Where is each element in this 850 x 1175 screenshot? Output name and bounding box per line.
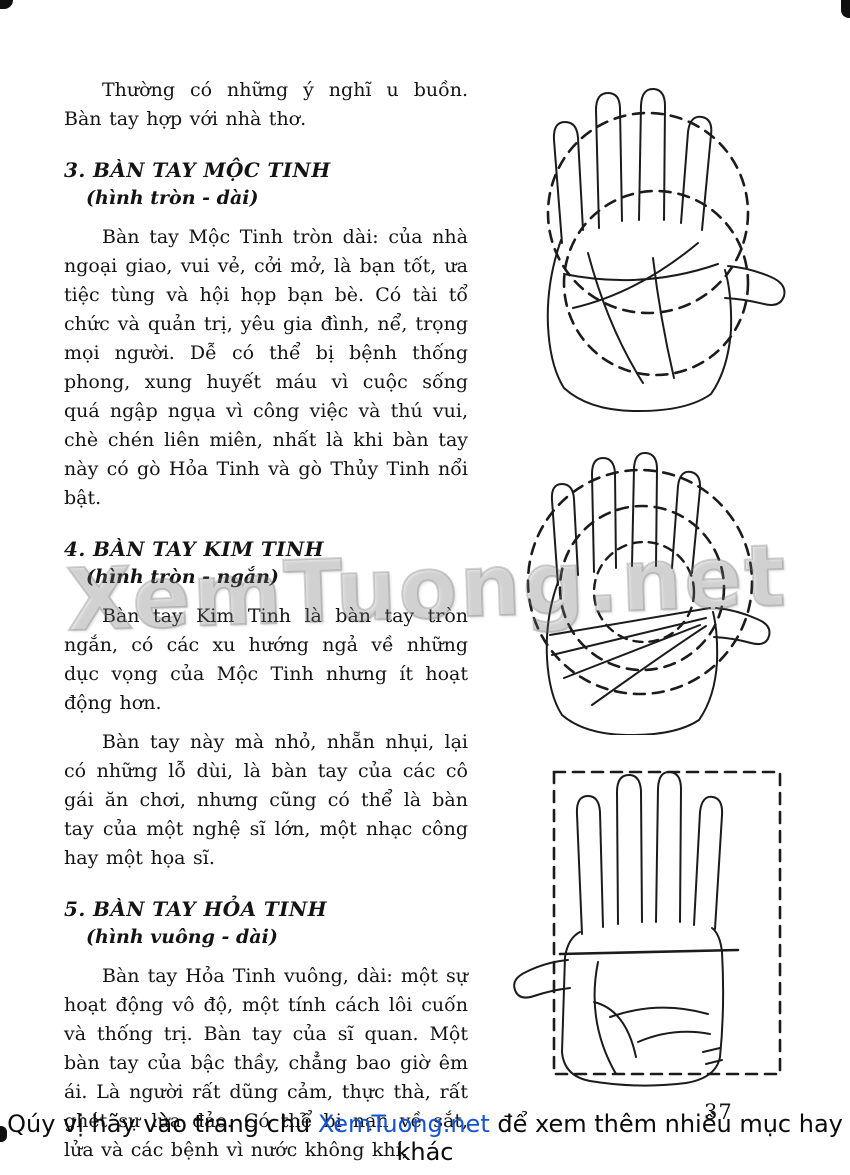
text-column: Thường có những ý nghĩ u buồn. Bàn tay h… [64, 76, 468, 1175]
intro-paragraph: Thường có những ý nghĩ u buồn. Bàn tay h… [64, 79, 468, 130]
section-heading-kim-tinh: 4. BÀN TAY KIM TINH [64, 537, 324, 561]
section-subheading-moc-tinh: (hình tròn - dài) [86, 187, 259, 209]
hand-round-long-drawing [546, 87, 786, 413]
section-heading-hoa-tinh: 5. BÀN TAY HỎA TINH [64, 897, 327, 921]
paragraph: Bàn tay Hỏa Tinh vuông, dài: một sự hoạt… [64, 965, 468, 1161]
hand-round-short-illustration [492, 420, 792, 735]
scan-artifact-top-right [841, 0, 850, 18]
section-heading-moc-tinh: 3. BÀN TAY MỘC TINH [64, 158, 331, 182]
footer: Qúy vị hãy vào trang chủ XemTuong.net để… [0, 1110, 850, 1166]
footer-text-suffix: để xem thêm nhiều mục hay khác [396, 1110, 843, 1166]
hand-square-long-drawing [513, 770, 782, 1087]
scan-artifact-top-left [0, 0, 13, 9]
page-number: 37 [704, 1100, 733, 1124]
paragraph: Bàn tay Mộc Tinh tròn dài: của nhà ngoại… [64, 226, 468, 509]
hand-round-short-drawing [526, 451, 771, 735]
footer-link-xemtuong[interactable]: XemTuong.net [317, 1110, 490, 1138]
section-subheading-kim-tinh: (hình tròn - ngắn) [86, 566, 279, 588]
hand-square-long-illustration [498, 762, 793, 1087]
paragraph: Bàn tay này mà nhỏ, nhẵn nhụi, lại có nh… [64, 731, 468, 869]
scan-artifact-bottom-left [0, 1126, 7, 1142]
hand-round-long-illustration [488, 78, 808, 413]
footer-text-prefix: Qúy vị hãy vào trang chủ [7, 1110, 318, 1138]
paragraph: Bàn tay Kim Tinh là bàn tay tròn ngắn, c… [64, 605, 468, 714]
section-subheading-hoa-tinh: (hình vuông - dài) [86, 926, 278, 948]
